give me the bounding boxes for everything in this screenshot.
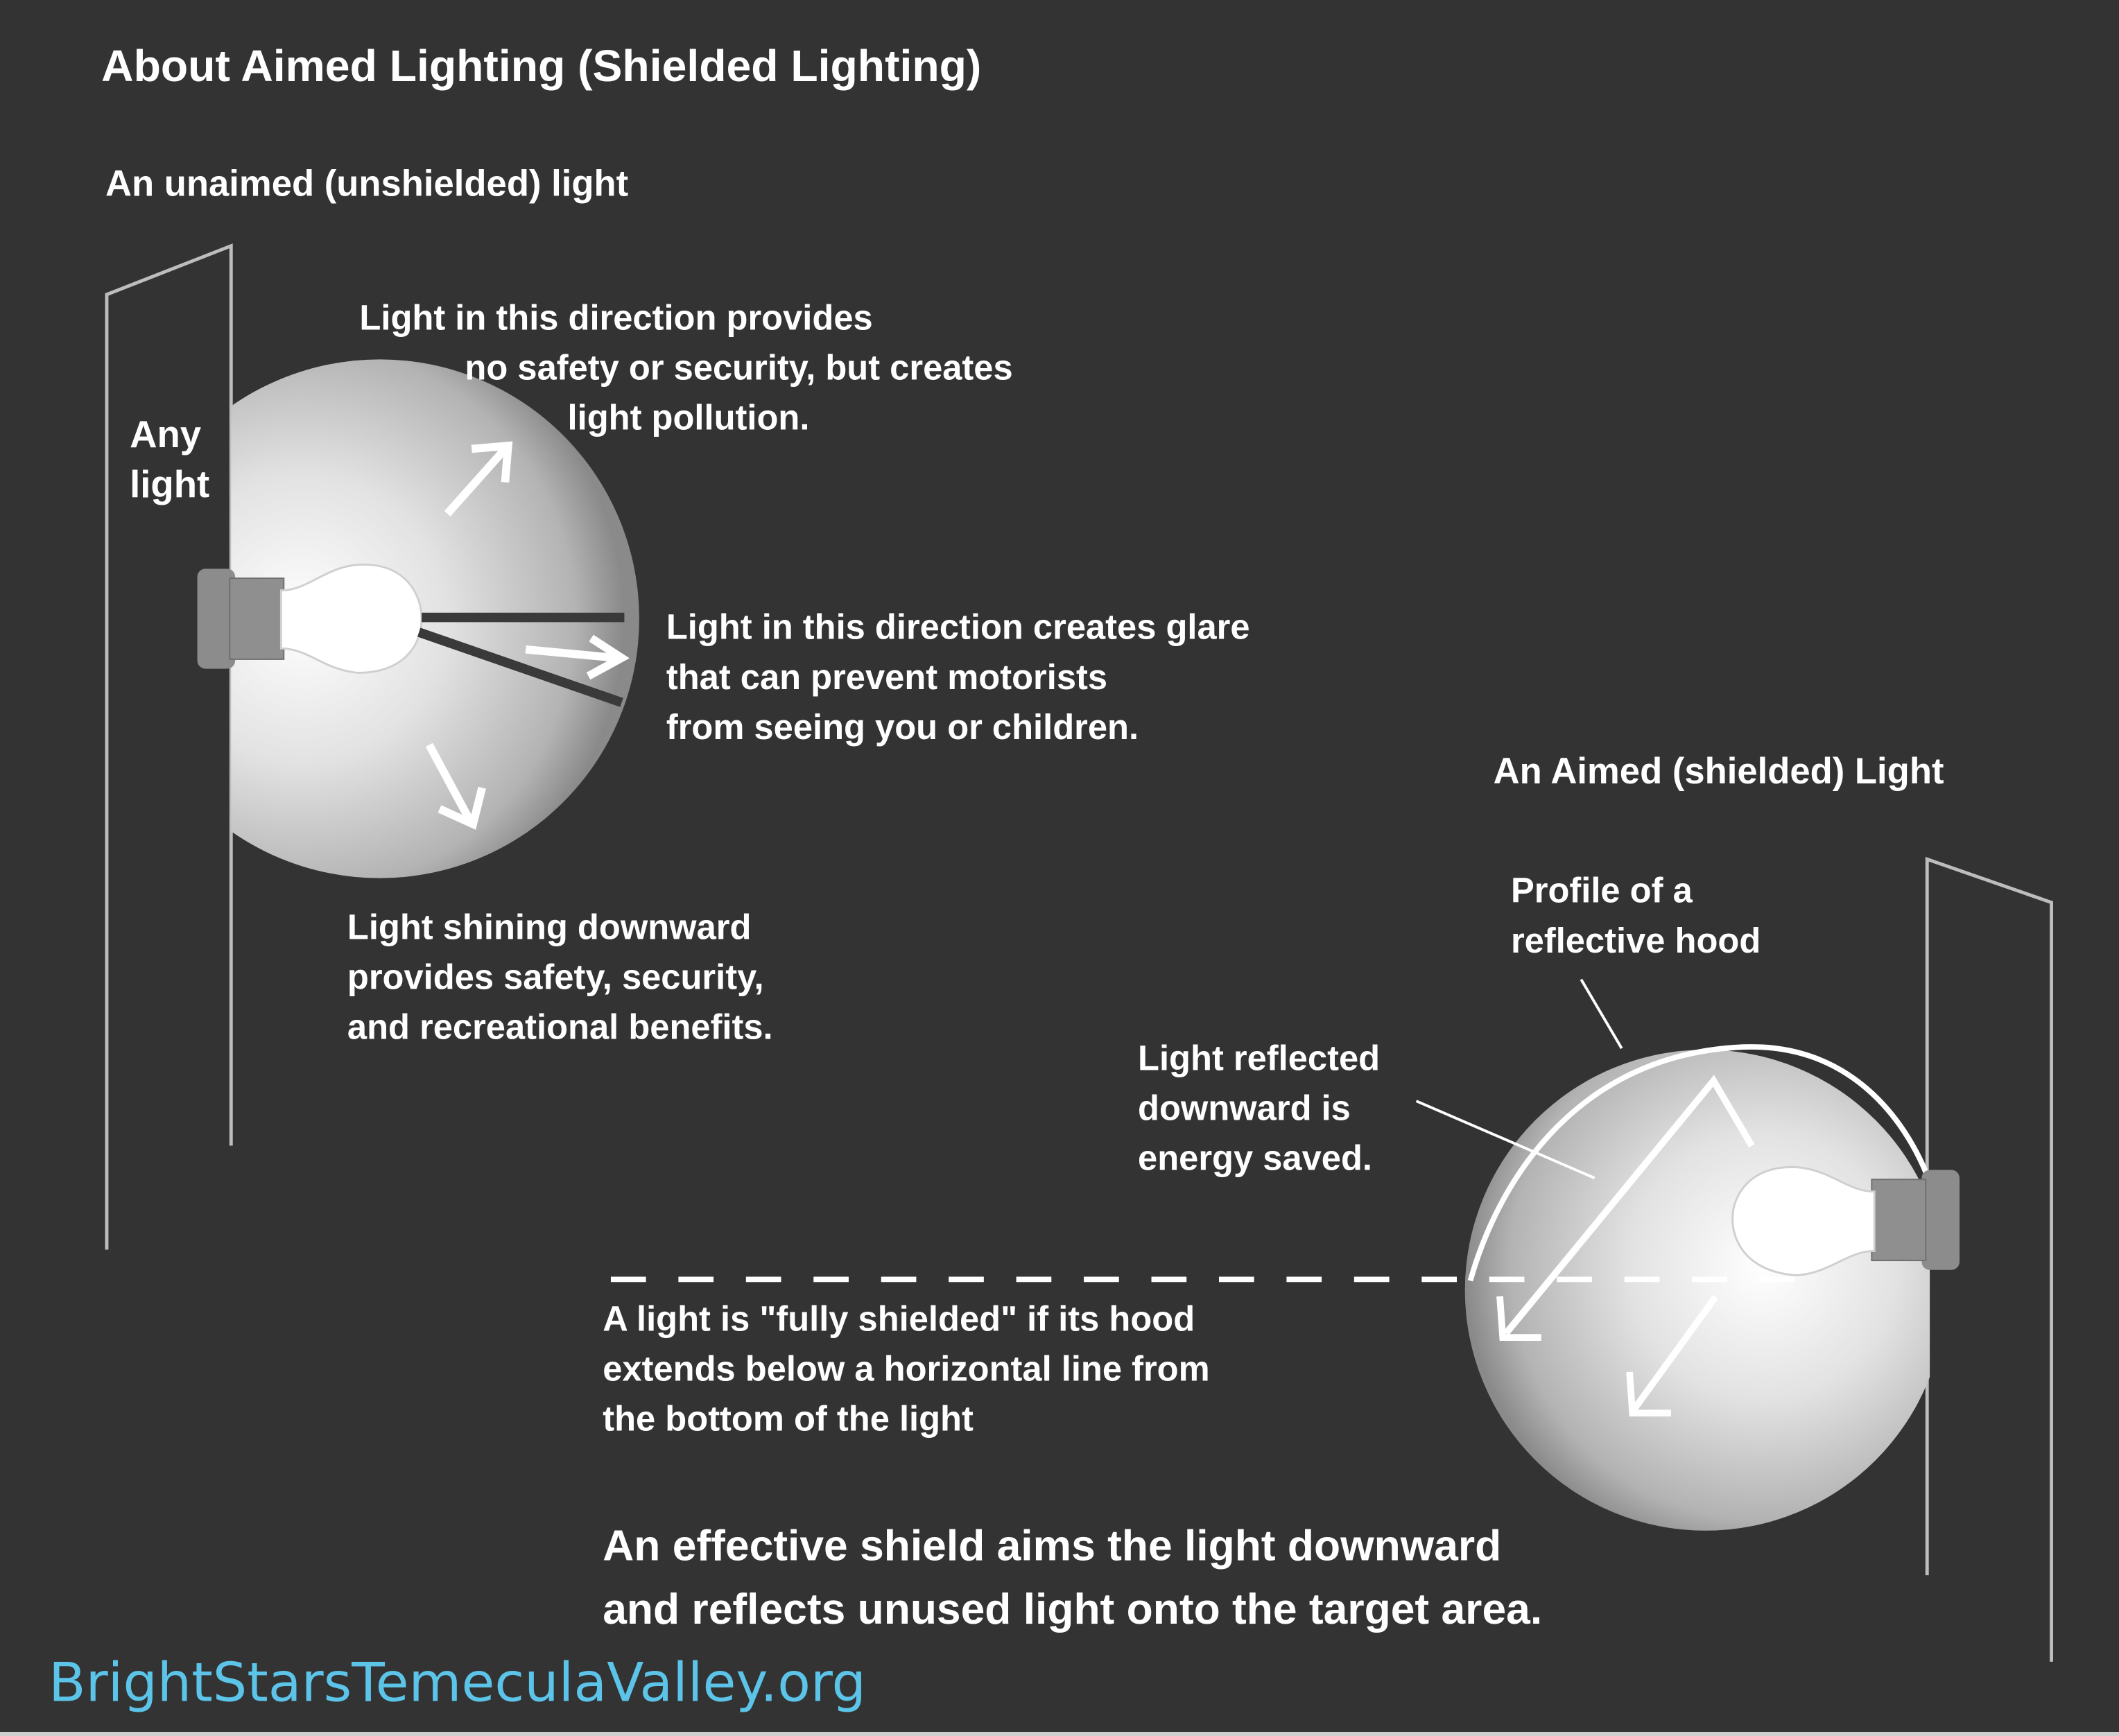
summary-text: An effective shield aims the light downw… [603,1522,1542,1634]
right-arrows [1496,1075,1755,1417]
wall-label: Any light [130,413,211,505]
arrow-right-icon [525,634,630,680]
arrow-up-right-icon [444,441,513,517]
callout-lines [1415,978,1623,1180]
upward-light-note: Light in this direction provides no safe… [359,297,1022,437]
glare-note: Light in this direction creates glare th… [666,607,1260,747]
arrow-down-left-icon [1626,1294,1719,1417]
aimed-heading: An Aimed (shielded) Light [1494,751,1944,792]
hood-callout-line [1580,978,1623,1050]
bottom-strip [0,1732,2119,1736]
page-title: About Aimed Lighting (Shielded Lighting) [101,41,981,91]
reflected-light-note: Light reflected downward is energy saved… [1138,1038,1390,1177]
arrow-down-right-icon [425,743,486,830]
right-fixture [1731,1166,1960,1276]
reflective-hood [1467,1044,1930,1282]
left-fixture [197,564,423,674]
left-arrows [425,441,630,830]
fully-shielded-note: A light is "fully shielded" if its hood … [603,1299,1220,1438]
reflected-callout-line [1415,1100,1595,1180]
hood-label: Profile of a reflective hood [1511,871,1761,960]
shielded-light-glow [1464,1050,1930,1531]
downward-light-note: Light shining downward provides safety, … [347,907,774,1046]
site-url-link[interactable]: BrightStarsTemeculaValley.org [49,1651,866,1714]
light-bulb-icon [279,564,423,674]
glare-lines [417,612,625,707]
reflected-arrow-icon [1496,1075,1755,1342]
light-bulb-icon [1731,1166,1876,1276]
unaimed-heading: An unaimed (unshielded) light [105,164,628,205]
